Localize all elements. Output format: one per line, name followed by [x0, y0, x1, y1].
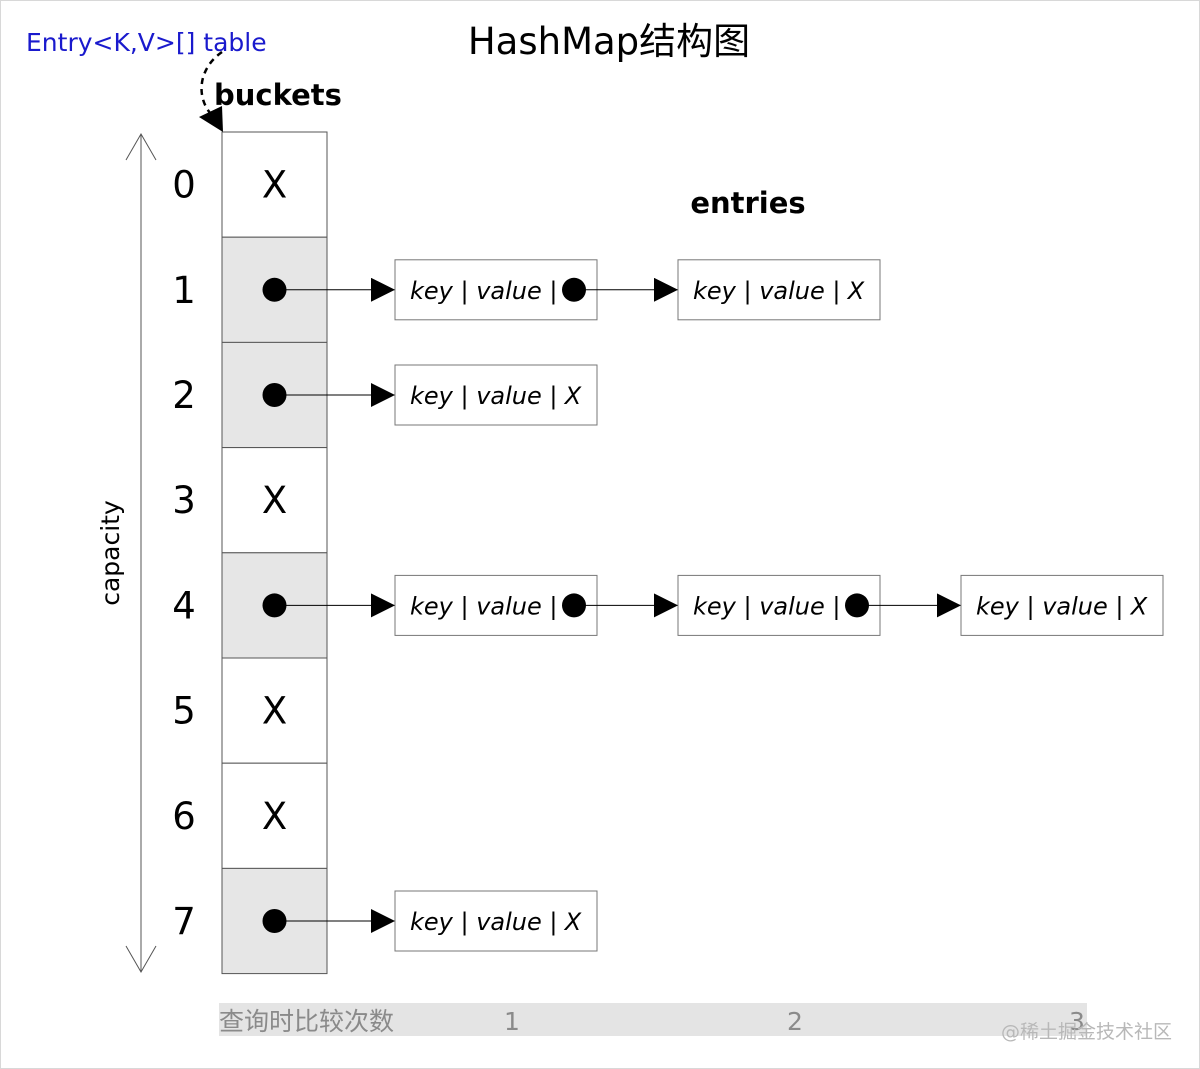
entry-box-1-0 [394, 259, 598, 321]
entry-text-1-1: key | value | [693, 277, 840, 305]
watermark: @稀土掘金技术社区 [1001, 1021, 1172, 1043]
bucket-null-marker-3: X [262, 479, 287, 522]
query-count-label: 查询时比较次数 [219, 1007, 394, 1036]
entry-text-4-2: key | value | [976, 592, 1123, 620]
query-count-bar [219, 1003, 1087, 1036]
query-count-tick-2: 2 [787, 1007, 803, 1036]
entry-box-4-2 [960, 574, 1164, 636]
table-pointer-arrowhead [199, 106, 223, 132]
entry-null-marker-7-0: X [563, 908, 582, 936]
entry-box-7-0 [394, 890, 598, 952]
entry-null-marker-4-2: X [1129, 592, 1148, 620]
capacity-axis [125, 132, 157, 974]
bucket-null-marker-5: X [262, 690, 287, 733]
bucket-cell-3 [221, 447, 328, 554]
entry-null-marker-1-1: X [846, 277, 865, 305]
entry-text-2-0: key | value | [410, 382, 557, 410]
entry-text-1-0: key | value | [410, 277, 557, 305]
bucket-cell-6 [221, 762, 328, 869]
bucket-null-marker-0: X [262, 164, 287, 207]
query-count-tick-1: 1 [504, 1007, 520, 1036]
bucket-index-3: 3 [172, 479, 196, 522]
entry-box-2-0 [394, 364, 598, 426]
entry-text-4-0: key | value | [410, 592, 557, 620]
bucket-index-6: 6 [172, 795, 196, 838]
entry-null-marker-2-0: X [563, 382, 582, 410]
bucket-index-4: 4 [172, 584, 196, 627]
entries-label: entries [690, 186, 805, 220]
bucket-index-5: 5 [172, 690, 196, 733]
capacity-label: capacity [96, 500, 125, 606]
entry-box-1-1 [677, 259, 881, 321]
query-count-tick-3: 3 [1069, 1007, 1085, 1036]
diagram-title: HashMap结构图 [468, 20, 750, 63]
bucket-index-1: 1 [172, 269, 196, 312]
table-label: Entry<K,V>[] table [26, 28, 267, 57]
entry-text-4-1: key | value | [693, 592, 840, 620]
entry-text-7-0: key | value | [410, 908, 557, 936]
bucket-index-0: 0 [172, 164, 196, 207]
bucket-index-2: 2 [172, 374, 196, 417]
bucket-null-marker-6: X [262, 795, 287, 838]
bucket-cell-5 [221, 657, 328, 764]
bucket-index-7: 7 [172, 900, 196, 943]
buckets-label: buckets [214, 78, 342, 112]
